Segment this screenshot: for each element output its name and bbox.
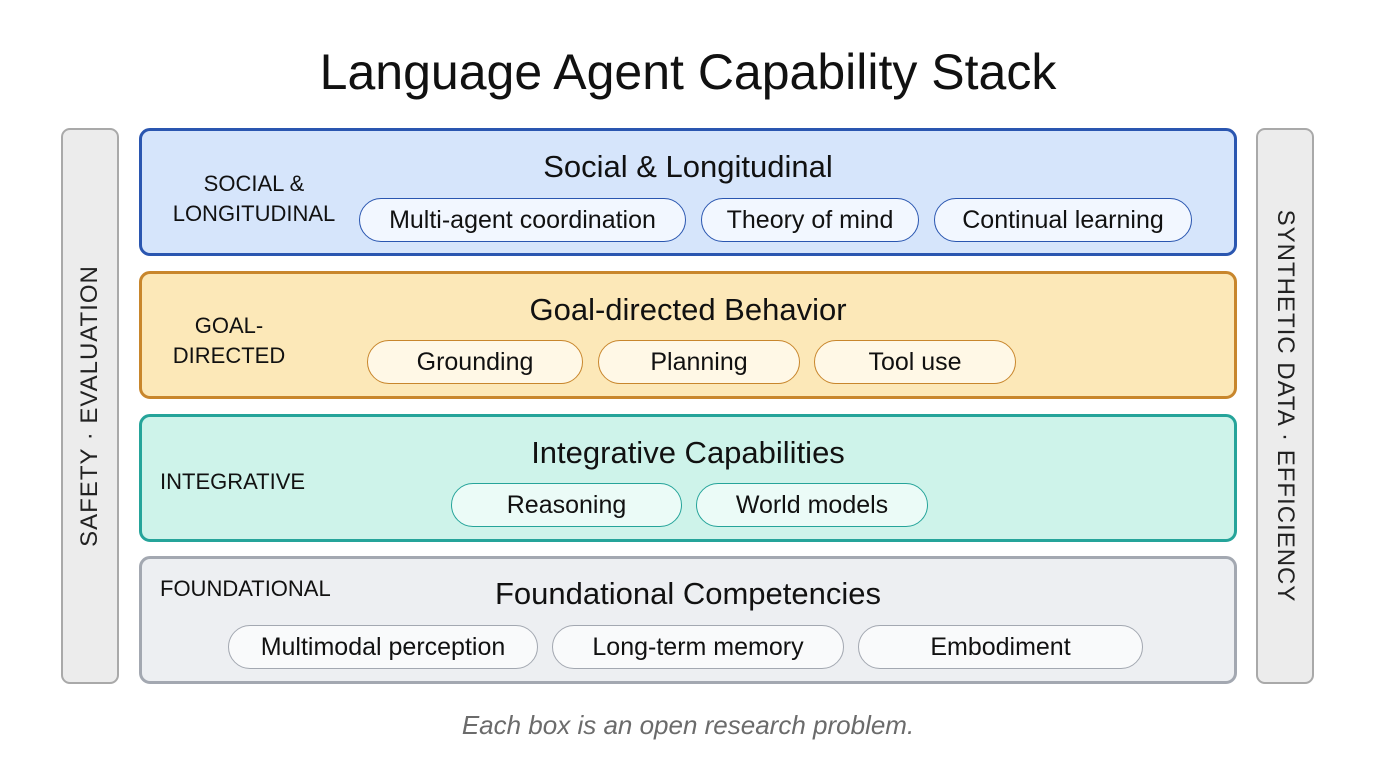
layer-tag: GOAL- DIRECTED: [154, 311, 304, 371]
pill-planning: Planning: [598, 340, 800, 384]
pill-tool-use: Tool use: [814, 340, 1016, 384]
layer-goal-directed: GOAL- DIRECTED Goal-directed Behavior Gr…: [139, 271, 1237, 399]
layer-tag: INTEGRATIVE: [160, 469, 306, 494]
layer-heading: Social & Longitudinal: [543, 149, 833, 184]
synthetic-data-efficiency-label: SYNTHETIC DATA · EFFICIENCY: [1272, 209, 1299, 603]
layer-heading: Integrative Capabilities: [531, 435, 845, 470]
layer-tag-line: LONGITUDINAL: [172, 201, 336, 226]
layer-social-longitudinal: SOCIAL & LONGITUDINAL Social & Longitudi…: [139, 128, 1237, 256]
pill-theory-of-mind: Theory of mind: [701, 198, 919, 242]
pill-multimodal-perception: Multimodal perception: [228, 625, 538, 669]
layer-tag-line: DIRECTED: [172, 343, 286, 368]
pill-long-term-memory: Long-term memory: [552, 625, 844, 669]
pill-embodiment: Embodiment: [858, 625, 1143, 669]
footer-note: Each box is an open research problem.: [461, 710, 915, 740]
safety-evaluation-bar: SAFETY · EVALUATION: [61, 128, 119, 684]
layer-heading: Goal-directed Behavior: [529, 292, 847, 327]
pill-continual-learning: Continual learning: [934, 198, 1192, 242]
safety-evaluation-label: SAFETY · EVALUATION: [76, 265, 103, 547]
layer-integrative: INTEGRATIVE Integrative Capabilities Rea…: [139, 414, 1237, 542]
pill-world-models: World models: [696, 483, 928, 527]
layer-tag-line: GOAL-: [194, 313, 264, 338]
layer-tag-line: SOCIAL &: [203, 171, 305, 196]
diagram-title: Language Agent Capability Stack: [319, 44, 1057, 100]
synthetic-data-efficiency-bar: SYNTHETIC DATA · EFFICIENCY: [1256, 128, 1314, 684]
pill-reasoning: Reasoning: [451, 483, 682, 527]
pill-multi-agent-coordination: Multi-agent coordination: [359, 198, 686, 242]
layer-heading: Foundational Competencies: [494, 576, 882, 611]
pill-grounding: Grounding: [367, 340, 583, 384]
layer-tag: SOCIAL & LONGITUDINAL: [159, 169, 349, 229]
layer-foundational: FOUNDATIONAL Foundational Competencies M…: [139, 556, 1237, 684]
layer-tag: FOUNDATIONAL: [160, 576, 331, 601]
